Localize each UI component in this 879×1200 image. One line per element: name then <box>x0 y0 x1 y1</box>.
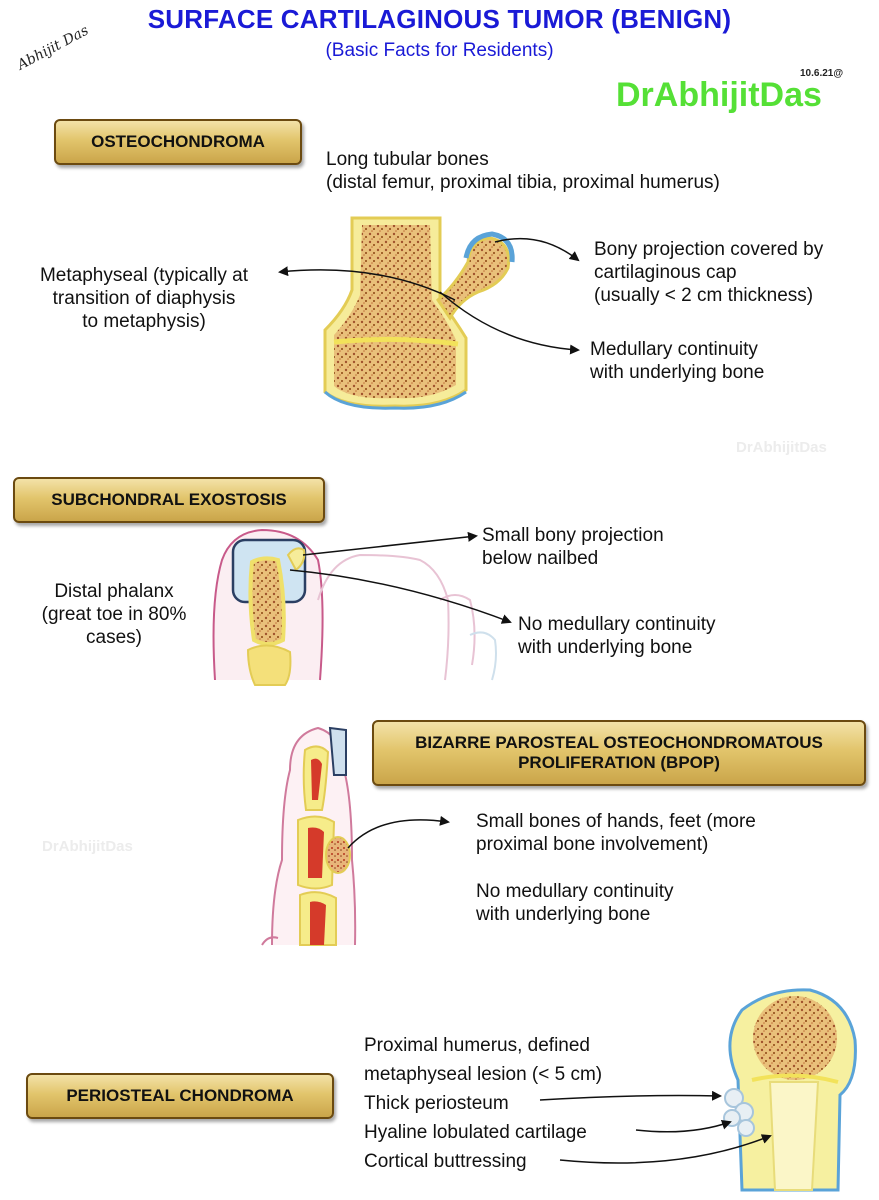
periosteal-label: PERIOSTEAL CHONDROMA <box>26 1073 334 1119</box>
arrow-cap <box>494 237 580 262</box>
text-line: with underlying bone <box>590 362 765 383</box>
page-subtitle: (Basic Facts for Residents) <box>325 40 554 61</box>
arrow-metaphyseal <box>278 266 456 301</box>
text-line: (usually < 2 cm thickness) <box>594 285 814 306</box>
text-line: Distal phalanx <box>54 581 174 602</box>
text-line: cartilaginous cap <box>594 262 737 283</box>
osteochondroma-illustration <box>323 216 515 410</box>
text-line: with underlying bone <box>476 904 651 925</box>
toe-illustration <box>212 528 497 686</box>
text-line: BIZARRE PAROSTEAL OSTEOCHONDROMATOUS <box>415 733 823 752</box>
text-line: (great toe in 80% <box>41 604 187 625</box>
watermark: DrAbhijitDas <box>736 439 827 456</box>
text-line: No medullary continuity <box>476 881 674 902</box>
arrow-bpop <box>347 815 450 849</box>
bpop-site: Small bones of hands, feet (more proxima… <box>476 810 756 856</box>
text-line: PROLIFERATION (BPOP) <box>518 753 720 772</box>
text-line: (distal femur, proximal tibia, proximal … <box>326 172 720 193</box>
osteochondroma-location: Metaphyseal (typically at transition of … <box>10 264 278 333</box>
text-line: No medullary continuity <box>518 614 716 635</box>
text-line: Proximal humerus, defined <box>364 1035 590 1056</box>
osteochondroma-label: OSTEOCHONDROMA <box>54 119 302 165</box>
bpop-label: BIZARRE PAROSTEAL OSTEOCHONDROMATOUS PRO… <box>372 720 866 786</box>
text-line: Bony projection covered by <box>594 239 824 260</box>
text-line: Medullary continuity <box>590 339 758 360</box>
arrow-periosteum <box>539 1090 722 1101</box>
text-line: Metaphyseal (typically at <box>39 265 249 286</box>
osteochondroma-cap: Bony projection covered by cartilaginous… <box>594 238 823 307</box>
finger-illustration <box>261 726 357 946</box>
text-line: proximal bone involvement) <box>476 834 709 855</box>
text-line: Hyaline lobulated cartilage <box>364 1122 587 1143</box>
arrow-buttressing <box>559 1134 772 1164</box>
text-line: cases) <box>86 627 142 648</box>
arrow-projection <box>302 531 478 556</box>
text-line: to metaphysis) <box>82 311 206 332</box>
text-line: Small bony projection <box>482 525 664 546</box>
text-line: Small bones of hands, feet (more <box>476 811 756 832</box>
bpop-continuity: No medullary continuity with underlying … <box>476 880 673 926</box>
text-line: Cortical buttressing <box>364 1151 527 1172</box>
page-title: SURFACE CARTILAGINOUS TUMOR (BENIGN) <box>147 4 732 34</box>
subungual-label: SUBCHONDRAL EXOSTOSIS <box>13 477 325 523</box>
periosteal-facts: Proximal humerus, defined metaphyseal le… <box>364 1031 602 1176</box>
osteochondroma-site: Long tubular bones (distal femur, proxim… <box>326 148 720 194</box>
text-line: with underlying bone <box>518 637 693 658</box>
date-stamp: 10.6.21@ <box>800 68 844 79</box>
text-line: below nailbed <box>482 548 599 569</box>
brand-logo: DrAbhijitDas <box>616 76 822 114</box>
arrow-no-continuity <box>289 569 512 624</box>
osteochondroma-continuity: Medullary continuity with underlying bon… <box>590 338 764 384</box>
arrow-continuity <box>439 291 580 355</box>
text-line: Thick periosteum <box>364 1093 509 1114</box>
arrow-cartilage <box>635 1119 732 1133</box>
subungual-continuity: No medullary continuity with underlying … <box>518 613 715 659</box>
subungual-site: Distal phalanx (great toe in 80% cases) <box>16 580 212 649</box>
subungual-projection: Small bony projection below nailbed <box>482 524 664 570</box>
text-line: metaphyseal lesion (< 5 cm) <box>364 1064 603 1085</box>
text-line: Long tubular bones <box>326 149 489 170</box>
humerus-illustration <box>723 988 857 1192</box>
text-line: transition of diaphysis <box>52 288 236 309</box>
watermark: DrAbhijitDas <box>42 838 133 855</box>
